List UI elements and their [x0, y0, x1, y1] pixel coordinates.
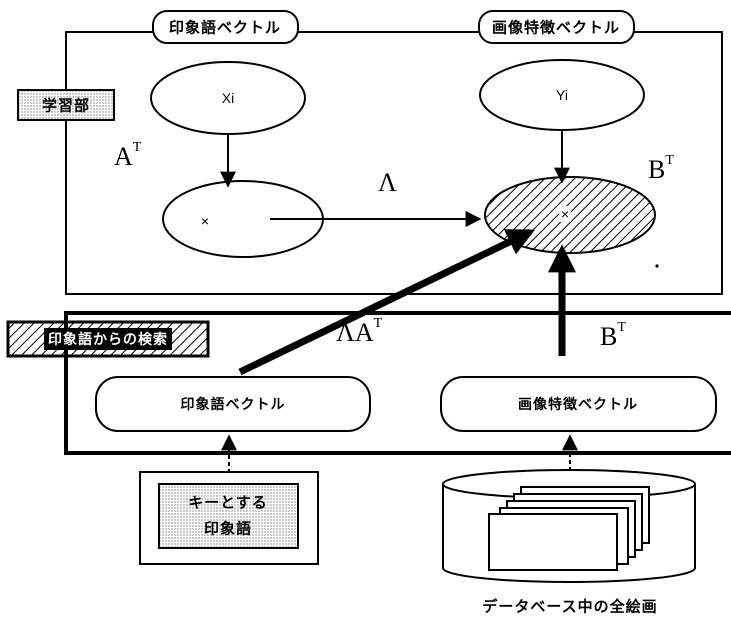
key-word-line1: キーとする	[188, 493, 268, 512]
arrow-lambda-a-transpose	[238, 228, 536, 376]
impression-vector-box	[95, 376, 371, 432]
b-transpose-label-bottom: BT	[600, 320, 626, 351]
node-yi-label: Yi	[556, 87, 568, 103]
b-transpose-label-top: BT	[648, 153, 674, 184]
impression-vector-label: 印象語ベクトル	[168, 18, 282, 37]
key-word-box-inner	[158, 483, 299, 549]
impression-vector-pill	[152, 10, 299, 44]
image-feature-vector-box-label: 画像特徴ベクトル	[518, 397, 638, 413]
learning-section-box	[17, 89, 115, 121]
database-caption: データベース中の全絵画	[482, 597, 658, 616]
lambda-label: Λ	[378, 168, 397, 197]
image-feature-vector-pill	[478, 10, 635, 44]
key-word-line2: 印象語	[203, 519, 253, 538]
learning-section-label: 学習部	[41, 96, 91, 115]
painting-stack	[488, 486, 650, 571]
lambda-a-transpose-label: ΛAT	[336, 316, 383, 347]
impression-vector-box-label: 印象語ベクトル	[180, 397, 286, 413]
retrieval-section-label: 印象語からの検索	[44, 328, 172, 350]
image-feature-vector-box	[440, 376, 717, 432]
retrieval-frame	[64, 311, 731, 455]
stray-dot	[655, 264, 659, 268]
mark-left: ×	[200, 213, 210, 229]
node-xi-label: Xi	[221, 90, 235, 106]
a-transpose-label: AT	[114, 140, 142, 171]
image-feature-vector-label: 画像特徴ベクトル	[491, 18, 621, 37]
mark-right: ×	[558, 206, 572, 222]
